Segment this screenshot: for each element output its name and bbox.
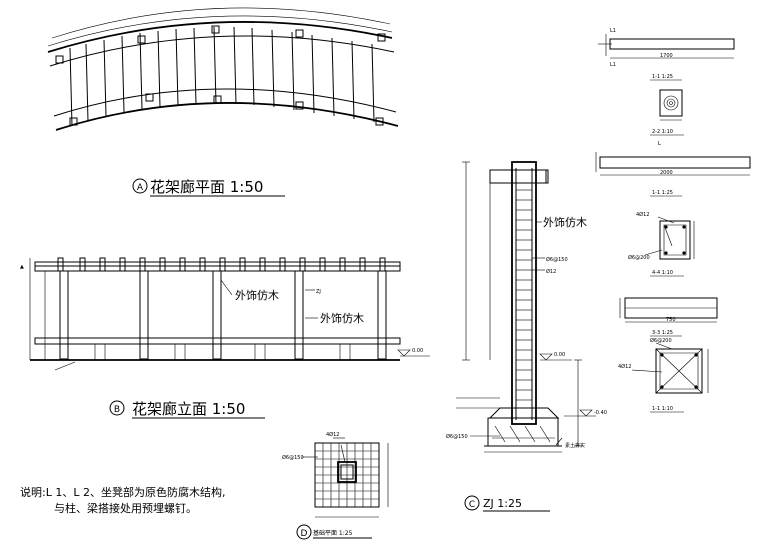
foundation-marker: D — [301, 529, 308, 539]
plan-rafters — [69, 26, 375, 127]
elevation-title-text: 花架廊立面 1:50 — [132, 400, 245, 418]
column-label-gravel: 素土夯实 — [565, 442, 585, 449]
column-title-text: ZJ 1:25 — [483, 497, 522, 510]
elevation-level: 0.00 — [412, 348, 423, 354]
column-label-fake-wood: 外饰仿木 — [543, 215, 587, 229]
foundation-title-text: 基础平面 1:25 — [313, 529, 353, 537]
elevation-rafter-ends — [57, 257, 386, 272]
elevation-view: 0.00 ▲ 外饰仿木 ZJ 外饰仿木 B 花架廊立面 1:50 — [20, 257, 430, 419]
column-title: C ZJ 1:25 — [464, 495, 550, 512]
column-label-main: Ø12 — [546, 268, 556, 275]
elevation-marker: B — [114, 405, 120, 415]
svg-text:▲: ▲ — [20, 264, 24, 270]
notes: 说明:L 1、L 2、坐凳部为原色防腐木结构, 与柱、梁搭接处用预埋螺钉。 — [20, 485, 225, 515]
section-title-s3: 1-1 1:25 — [652, 190, 673, 196]
section-rebar-label-2: Ø6@200 — [628, 254, 650, 261]
elevation-columns — [59, 270, 387, 360]
svg-text:L1: L1 — [610, 62, 616, 68]
foundation-label-top: 4Ø12 — [326, 431, 339, 438]
section-4-4: Ø6@200 4Ø12 1-1 1:10 — [618, 337, 709, 413]
section-title-s6: 1-1 1:10 — [652, 406, 673, 412]
section-3-3: 2000 L 1-1 1:25 — [595, 141, 751, 197]
plan-title: A 花架廊平面 1:50 — [132, 178, 285, 197]
column-level: 0.00 — [554, 352, 565, 358]
section-title-s2: 2-2 1:10 — [652, 129, 673, 135]
note-line-1: 说明:L 1、L 2、坐凳部为原色防腐木结构, — [20, 485, 225, 499]
section-4-label-main: 4Ø12 — [618, 363, 631, 370]
section-2-2-rebar: 4Ø12 Ø6@200 4-4 1:10 — [628, 211, 695, 277]
section-title-s5: 3-3 1:25 — [652, 330, 673, 336]
note-line-2: 与柱、梁搭接处用预埋螺钉。 — [54, 501, 197, 515]
column-label-ring: Ø6@150 — [546, 256, 568, 263]
section-1-1: 1700 L1 L1 1-1 1:25 — [598, 28, 735, 81]
svg-text:L1: L1 — [610, 28, 616, 34]
column-detail-view: 0.00 -0.40 外饰仿木 Ø6@150 Ø12 Ø6@150 素土夯实 C… — [446, 161, 607, 512]
section-4-label-ring: Ø6@200 — [650, 337, 672, 344]
column-stirrups — [516, 189, 532, 401]
plan-posts — [55, 25, 386, 126]
section-2-2: 2-2 1:10 — [650, 89, 684, 136]
elevation-label-fake-wood-1: 外饰仿木 — [235, 288, 279, 302]
elevation-title: B 花架廊立面 1:50 — [109, 400, 265, 419]
foundation-label-ring: Ø6@150 — [282, 454, 304, 461]
foundation-grid — [315, 443, 379, 507]
column-marker: C — [469, 500, 475, 510]
foundation-plan-view: 4Ø12 Ø6@150 D 基础平面 1:25 — [282, 431, 389, 540]
section-rebar-label-1: 4Ø12 — [636, 211, 649, 218]
section-3-3-beam: 750 3-3 1:25 — [619, 297, 718, 337]
column-level-2: -0.40 — [594, 410, 607, 416]
svg-text:750: 750 — [666, 317, 676, 323]
section-title-s4: 4-4 1:10 — [652, 270, 673, 276]
plan-marker: A — [137, 183, 144, 193]
elevation-label-fake-wood-2: 外饰仿木 — [320, 311, 364, 325]
foundation-title: D 基础平面 1:25 — [296, 524, 372, 540]
section-title-s1: 1-1 1:25 — [652, 74, 673, 80]
column-label-base-ring: Ø6@150 — [446, 433, 468, 440]
plan-title-text: 花架廊平面 1:50 — [150, 178, 263, 196]
svg-text:L: L — [658, 141, 661, 147]
zj-tag: ZJ — [316, 289, 321, 295]
svg-text:2000: 2000 — [660, 170, 673, 176]
svg-text:1700: 1700 — [660, 53, 673, 59]
plan-view: A 花架廊平面 1:50 — [47, 7, 399, 197]
